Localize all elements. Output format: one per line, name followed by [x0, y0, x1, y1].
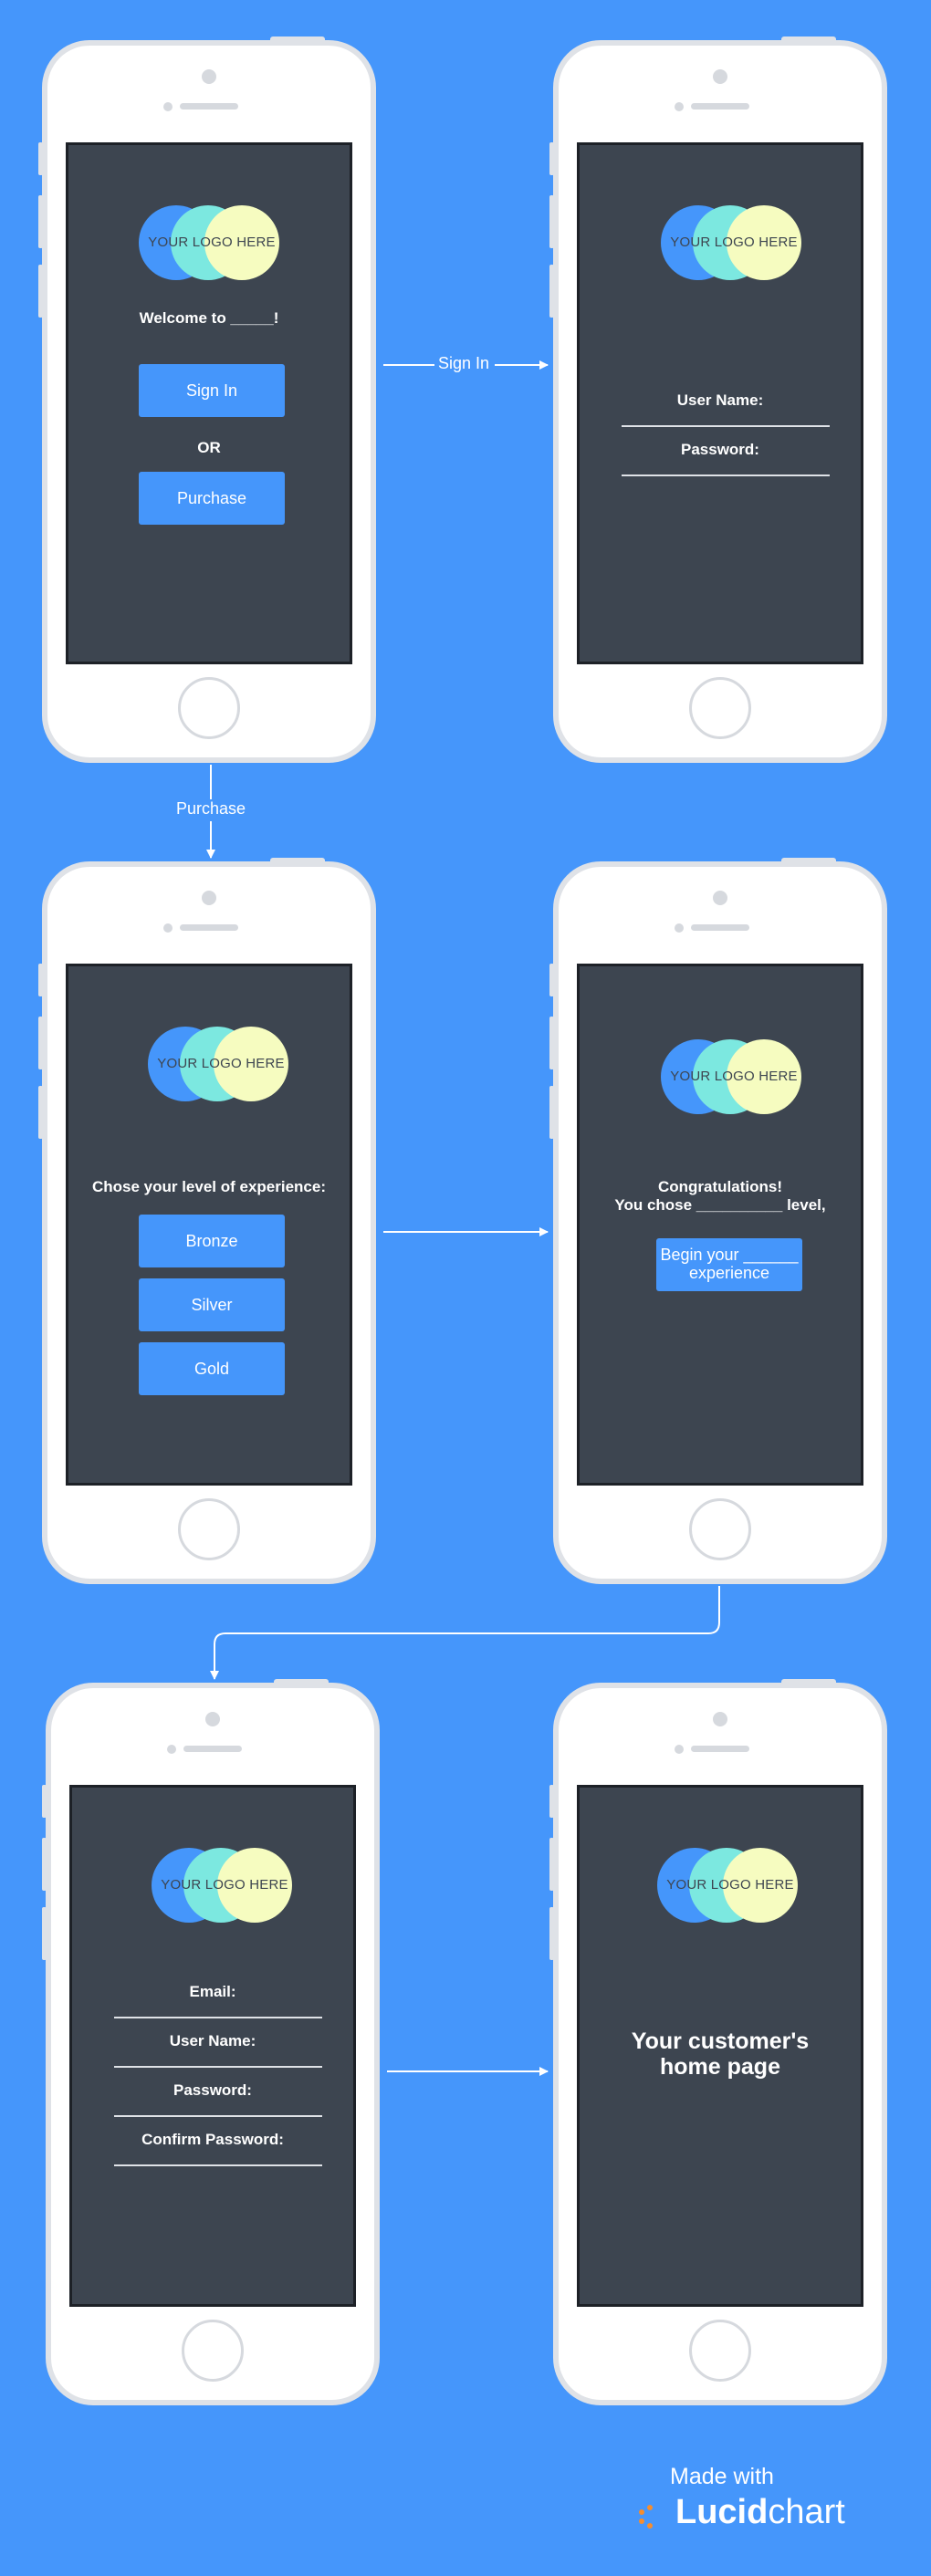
speaker-icon	[691, 1746, 749, 1752]
home-screen: YOUR LOGO HERE Your customer's home page	[577, 1785, 863, 2307]
camera-icon	[713, 891, 727, 905]
confirm-password-label: Confirm Password:	[141, 2131, 284, 2148]
speaker-icon	[691, 924, 749, 931]
camera-icon	[713, 69, 727, 84]
welcome-text: Welcome to _____!	[139, 309, 279, 327]
purchase-button[interactable]: Purchase	[139, 472, 285, 525]
logo-placeholder: YOUR LOGO HERE	[148, 1027, 294, 1101]
phone-register: YOUR LOGO HERE Email: User Name: Passwor…	[42, 1679, 380, 2405]
username-field[interactable]	[622, 425, 830, 427]
bronze-button[interactable]: Bronze	[139, 1215, 285, 1267]
speaker-icon	[183, 1746, 242, 1752]
home-button	[689, 677, 751, 739]
username-field[interactable]	[114, 2066, 322, 2068]
camera-icon	[713, 1712, 727, 1726]
gold-button[interactable]: Gold	[139, 1342, 285, 1395]
password-label: Password:	[681, 441, 759, 458]
home-button	[689, 2320, 751, 2382]
speaker-icon	[691, 103, 749, 110]
phone-home: YOUR LOGO HERE Your customer's home page	[549, 1679, 887, 2405]
made-with-text: Made with	[670, 2464, 774, 2489]
welcome-screen: YOUR LOGO HERE Welcome to _____! Sign In…	[66, 142, 352, 664]
camera-icon	[205, 1712, 220, 1726]
congrats-line-1: Congratulations!	[658, 1178, 782, 1195]
purchase-connector-label: Purchase	[176, 799, 246, 818]
level-screen: YOUR LOGO HERE Chose your level of exper…	[66, 964, 352, 1486]
phone-level: YOUR LOGO HERE Chose your level of exper…	[38, 858, 376, 1584]
logo-placeholder: YOUR LOGO HERE	[152, 1848, 298, 1923]
camera-icon	[202, 69, 216, 84]
logo-placeholder: YOUR LOGO HERE	[139, 205, 285, 280]
phone-congrats: YOUR LOGO HERE Congratulations! You chos…	[549, 858, 887, 1584]
home-title-line-1: Your customer's	[631, 2028, 810, 2054]
begin-button-line-2: experience	[688, 1264, 770, 1282]
confirm-password-field[interactable]	[114, 2164, 322, 2166]
begin-experience-button[interactable]: Begin your ______ experience	[656, 1238, 802, 1291]
logo-placeholder: YOUR LOGO HERE	[657, 1848, 803, 1923]
home-button	[178, 1498, 240, 1560]
phone-welcome: YOUR LOGO HERE Welcome to _____! Sign In…	[38, 37, 376, 763]
password-label: Password:	[173, 2081, 252, 2099]
username-label: User Name:	[676, 391, 764, 409]
signin-connector-label: Sign In	[438, 354, 490, 372]
signin-screen: YOUR LOGO HERE User Name: Password:	[577, 142, 863, 664]
email-field[interactable]	[114, 2017, 322, 2018]
logo-placeholder: YOUR LOGO HERE	[661, 1039, 807, 1114]
register-screen: YOUR LOGO HERE Email: User Name: Passwor…	[69, 1785, 356, 2307]
silver-button[interactable]: Silver	[139, 1278, 285, 1331]
lucidchart-wordmark[interactable]: Lucidchart	[675, 2493, 845, 2531]
sign-in-button[interactable]: Sign In	[139, 364, 285, 417]
password-field[interactable]	[114, 2115, 322, 2117]
level-prompt: Chose your level of experience:	[91, 1178, 327, 1195]
home-button	[689, 1498, 751, 1560]
or-text: OR	[197, 439, 221, 456]
begin-button-line-1: Begin your ______	[660, 1246, 799, 1264]
username-label: User Name:	[169, 2032, 256, 2049]
logo-placeholder: YOUR LOGO HERE	[661, 205, 807, 280]
camera-icon	[202, 891, 216, 905]
home-title-line-2: home page	[660, 2054, 780, 2080]
lucidchart-logo-icon	[639, 2505, 653, 2529]
speaker-icon	[180, 924, 238, 931]
home-button	[178, 677, 240, 739]
password-field[interactable]	[622, 475, 830, 476]
home-button	[182, 2320, 244, 2382]
congrats-arrow	[210, 1586, 720, 1680]
congrats-line-2: You chose __________ level,	[614, 1196, 826, 1214]
phone-signin: YOUR LOGO HERE User Name: Password:	[549, 37, 887, 763]
congrats-screen: YOUR LOGO HERE Congratulations! You chos…	[577, 964, 863, 1486]
email-label: Email:	[189, 1983, 236, 2000]
speaker-icon	[180, 103, 238, 110]
